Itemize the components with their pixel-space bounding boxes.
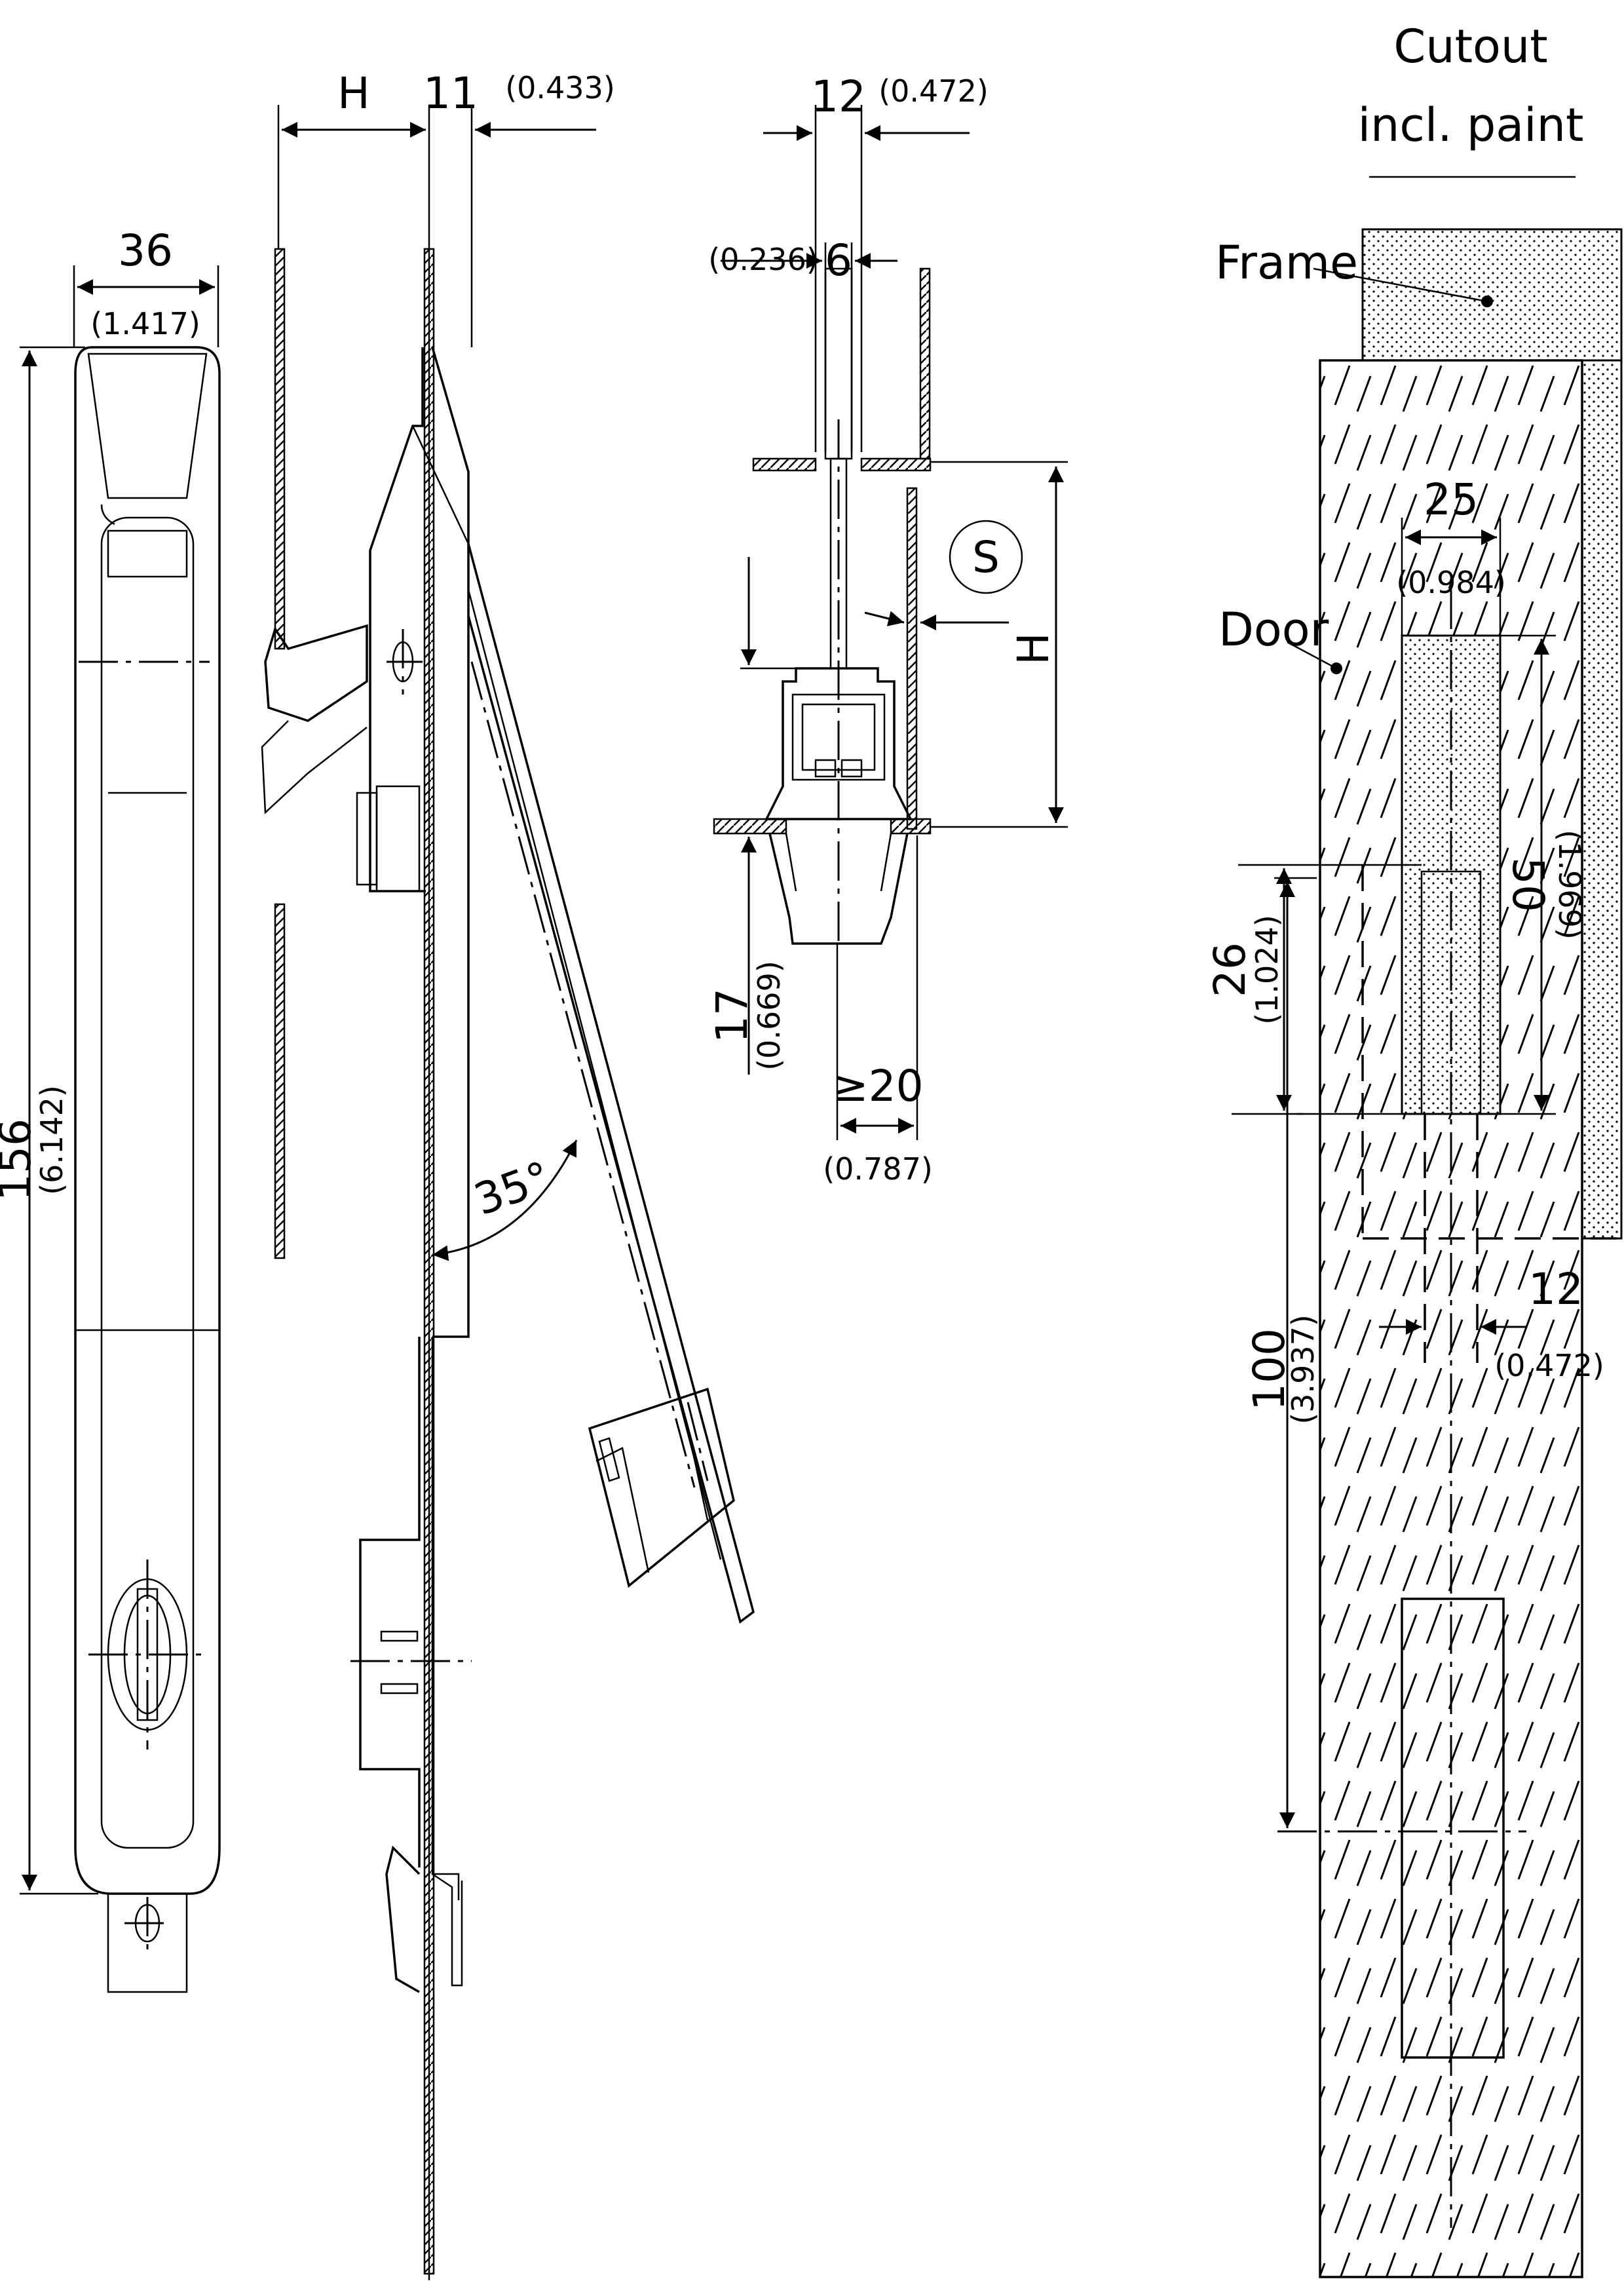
- dim-100-inch: (3.937): [1285, 1314, 1321, 1425]
- dim-50-inch: (1.969): [1552, 830, 1587, 940]
- dim-17-inch: (0.669): [751, 961, 787, 1071]
- dim-36-label: 36: [118, 225, 173, 276]
- cutout-title-1: Cutout: [1393, 20, 1547, 73]
- section-view: 12 (0.472) 6 (0.236) S: [707, 71, 1068, 1187]
- dim-12-inch: (0.472): [878, 73, 989, 109]
- dim-6-inch: (0.236): [708, 242, 818, 277]
- housing-outline: [369, 347, 426, 892]
- dim-36-inch: (1.417): [90, 306, 200, 341]
- cutout-view: Cutout incl. paint Frame Door 25: [1205, 20, 1623, 2278]
- dim-156-label: 156: [0, 1119, 41, 1201]
- dim-26-label: 26: [1205, 942, 1255, 997]
- dim-h-label: H: [337, 68, 370, 119]
- lower-hook: [385, 1845, 421, 1993]
- dim-h-mark: H: [1008, 632, 1059, 665]
- dim-12-cut-inch: (0,472): [1494, 1348, 1604, 1383]
- lock-body: [765, 667, 913, 820]
- dim-100-label: 100: [1244, 1328, 1294, 1411]
- cutout-title-2: incl. paint: [1358, 98, 1584, 152]
- dim-11-inch: (0.433): [505, 70, 615, 105]
- latch-hook: [264, 624, 368, 722]
- dim-11-label: 11: [423, 68, 478, 119]
- dim-20-label: ≥20: [832, 1061, 923, 1111]
- dim-12-cut-label: 12: [1528, 1264, 1583, 1314]
- s-symbol: [949, 520, 1023, 594]
- frame-label: Frame: [1215, 236, 1358, 290]
- dim-6-label: 6: [825, 235, 852, 286]
- door-label: Door: [1218, 603, 1329, 657]
- dim-17-label: 17: [707, 988, 757, 1043]
- door-section: [906, 487, 918, 830]
- lower-cutout: [1401, 1598, 1505, 2059]
- front-view: 36 (1.417) 156 (6.142): [0, 225, 221, 1993]
- handle-outline: [74, 346, 221, 1895]
- dim-12-label: 12: [811, 71, 866, 122]
- dim-25-label: 25: [1424, 474, 1479, 525]
- frame-section: [752, 457, 817, 472]
- dim-156-inch: (6.142): [34, 1085, 69, 1195]
- dim-20-inch: (0.787): [823, 1151, 933, 1187]
- door-panel: [274, 248, 286, 650]
- lever-outline: [467, 543, 755, 1624]
- angle-label: 35°: [468, 1152, 557, 1225]
- dim-50-label: 50: [1503, 857, 1553, 912]
- dim-26-inch: (1.024): [1249, 915, 1285, 1025]
- side-view: H 11 (0.433) 35°: [261, 68, 755, 2280]
- dim-25-inch: (0.984): [1396, 565, 1506, 600]
- s-mark-label: S: [972, 532, 1000, 583]
